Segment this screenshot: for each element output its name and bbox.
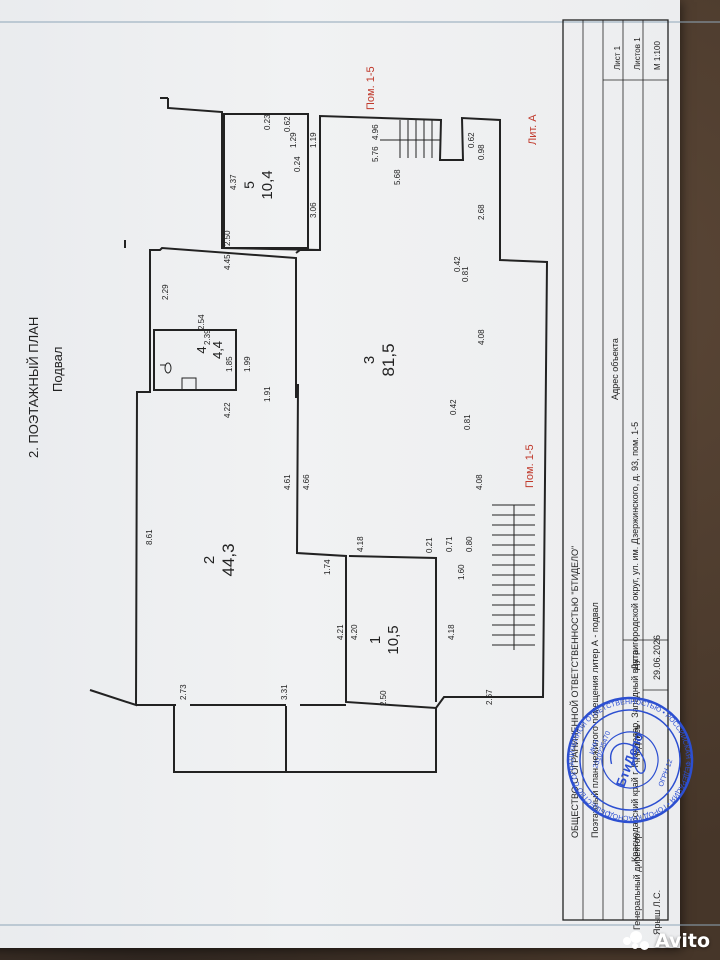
dim-label: 0.80 xyxy=(465,536,474,552)
seal-ogrn: ОГРН 12 xyxy=(658,758,674,787)
scale-label: М 1:100 xyxy=(653,41,662,70)
date-value: 29.06.2026 xyxy=(652,635,662,680)
plan-description: Поэтажный план нежилого помещения литер … xyxy=(590,602,600,838)
dim-label: 4.08 xyxy=(477,329,486,345)
date-label: Дата xyxy=(630,650,640,670)
dim-label: 4.22 xyxy=(223,402,232,418)
wall-segment xyxy=(295,249,320,254)
seal-inn: ИНН xyxy=(589,739,601,756)
wall-ticks xyxy=(124,97,168,248)
room-5-walls xyxy=(223,113,309,249)
dim-label: 1.60 xyxy=(457,564,466,580)
pom-top-label: Пом. 1-5 xyxy=(365,66,377,110)
dim-label: 3.06 xyxy=(309,202,318,218)
room-4-number: 4 xyxy=(194,346,209,353)
stairs-top xyxy=(380,120,440,158)
room-1-area: 10,5 xyxy=(385,625,402,654)
address-text: Краснодарский край г. Краснодар, Западны… xyxy=(630,422,640,862)
red-annotations: Лит. А Пом. 1-5 Пом. 1-5 xyxy=(365,66,539,488)
dim-label: 0.62 xyxy=(467,132,476,148)
dim-label: 3.31 xyxy=(280,684,289,700)
dim-label: 0.24 xyxy=(293,156,302,172)
dim-label: 2.68 xyxy=(477,204,486,220)
dim-label: 2.54 xyxy=(197,314,206,330)
dim-label: 0.21 xyxy=(425,537,434,553)
dim-label: 4.61 xyxy=(283,474,292,490)
dim-label: 2.50 xyxy=(379,690,388,706)
stairs-bottom xyxy=(492,504,535,650)
room-2-number: 2 xyxy=(201,556,218,564)
dim-label: 4.18 xyxy=(447,624,456,640)
lit-label: Лит. А xyxy=(527,114,539,145)
dim-label: 1.74 xyxy=(323,559,332,575)
title-block-text: ОБЩЕСТВО С ОГРАНИЧЕННОЙ ОТВЕТСТВЕННОСТЬЮ… xyxy=(569,37,662,935)
dim-label: 2.67 xyxy=(485,689,494,705)
director-label: Генеральный директор xyxy=(632,833,642,930)
dim-label: 0.81 xyxy=(463,414,472,430)
address-label: Адрес объекта xyxy=(610,338,620,400)
room-1-walls xyxy=(348,555,437,702)
dim-label: 1.85 xyxy=(225,356,234,372)
page-title: 2. ПОЭТАЖНЫЙ ПЛАН xyxy=(26,317,41,458)
room-4-area: 4,4 xyxy=(210,341,225,359)
plan-title: 2. ПОЭТАЖНЫЙ ПЛАН Подвал xyxy=(26,317,65,458)
pom-mid-label: Пом. 1-5 xyxy=(524,444,536,488)
watermark-text: Avito xyxy=(654,930,710,952)
dim-label: 0.23 xyxy=(263,114,272,130)
dimension-labels: 8.61 4.22 1.91 4.61 4.66 4.18 1.74 0.21 … xyxy=(145,114,494,706)
dim-label: 5.68 xyxy=(393,169,402,185)
dim-label: 2.50 xyxy=(223,230,232,246)
dim-label: 4.37 xyxy=(229,174,238,190)
sheet-count: Листов 1 xyxy=(633,37,642,70)
dim-label: 1.29 xyxy=(289,132,298,148)
dim-label: 1.91 xyxy=(263,386,272,402)
dim-label: 2.39 xyxy=(203,329,212,345)
dim-label: 4.18 xyxy=(356,536,365,552)
room-1-number: 1 xyxy=(367,636,384,644)
title-block-frame xyxy=(562,19,669,921)
org-name: ОБЩЕСТВО С ОГРАНИЧЕННОЙ ОТВЕТСТВЕННОСТЬЮ… xyxy=(569,546,580,838)
dim-label: 0.42 xyxy=(449,399,458,415)
signature-scribble xyxy=(609,742,646,774)
dim-label: 4.96 xyxy=(371,124,380,140)
dim-label: 0.98 xyxy=(477,144,486,160)
dim-label: 4.21 xyxy=(336,624,345,640)
dim-label: 4.45 xyxy=(223,254,232,270)
dim-label: 1.19 xyxy=(309,132,318,148)
dim-label: 0.42 xyxy=(453,256,462,272)
room-3-area: 81,5 xyxy=(379,343,398,376)
signature-label: Подпись xyxy=(632,724,642,760)
director-name: Ярыш Л.С. xyxy=(652,890,662,935)
sheet-number: Лист 1 xyxy=(613,45,622,70)
dim-label: 0.71 xyxy=(445,536,454,552)
dim-label: 8.61 xyxy=(145,529,154,545)
paper-sheet xyxy=(0,0,680,948)
dim-label: 2.73 xyxy=(179,684,188,700)
room-3-number: 3 xyxy=(361,356,378,364)
dim-label: 4.66 xyxy=(302,474,311,490)
avito-watermark: Avito xyxy=(622,930,710,952)
dim-label: 2.29 xyxy=(161,284,170,300)
lower-rooms xyxy=(173,706,437,773)
dim-label: 0.81 xyxy=(461,266,470,282)
dim-label: 0.62 xyxy=(283,116,292,132)
page-subtitle: Подвал xyxy=(50,347,65,392)
avito-logo-icon xyxy=(622,931,649,951)
dim-label: 4.08 xyxy=(475,474,484,490)
room-5-area: 10,4 xyxy=(259,170,276,199)
outer-wall xyxy=(89,98,549,710)
dim-label: 4.20 xyxy=(350,624,359,640)
room-2-area: 44,3 xyxy=(219,543,238,576)
room-labels: 1 10,5 2 44,3 3 81,5 4 4,4 5 10,4 xyxy=(194,170,402,654)
dim-label: 1.99 xyxy=(243,356,252,372)
dim-label: 5.76 xyxy=(371,146,380,162)
room-5-number: 5 xyxy=(241,181,257,189)
